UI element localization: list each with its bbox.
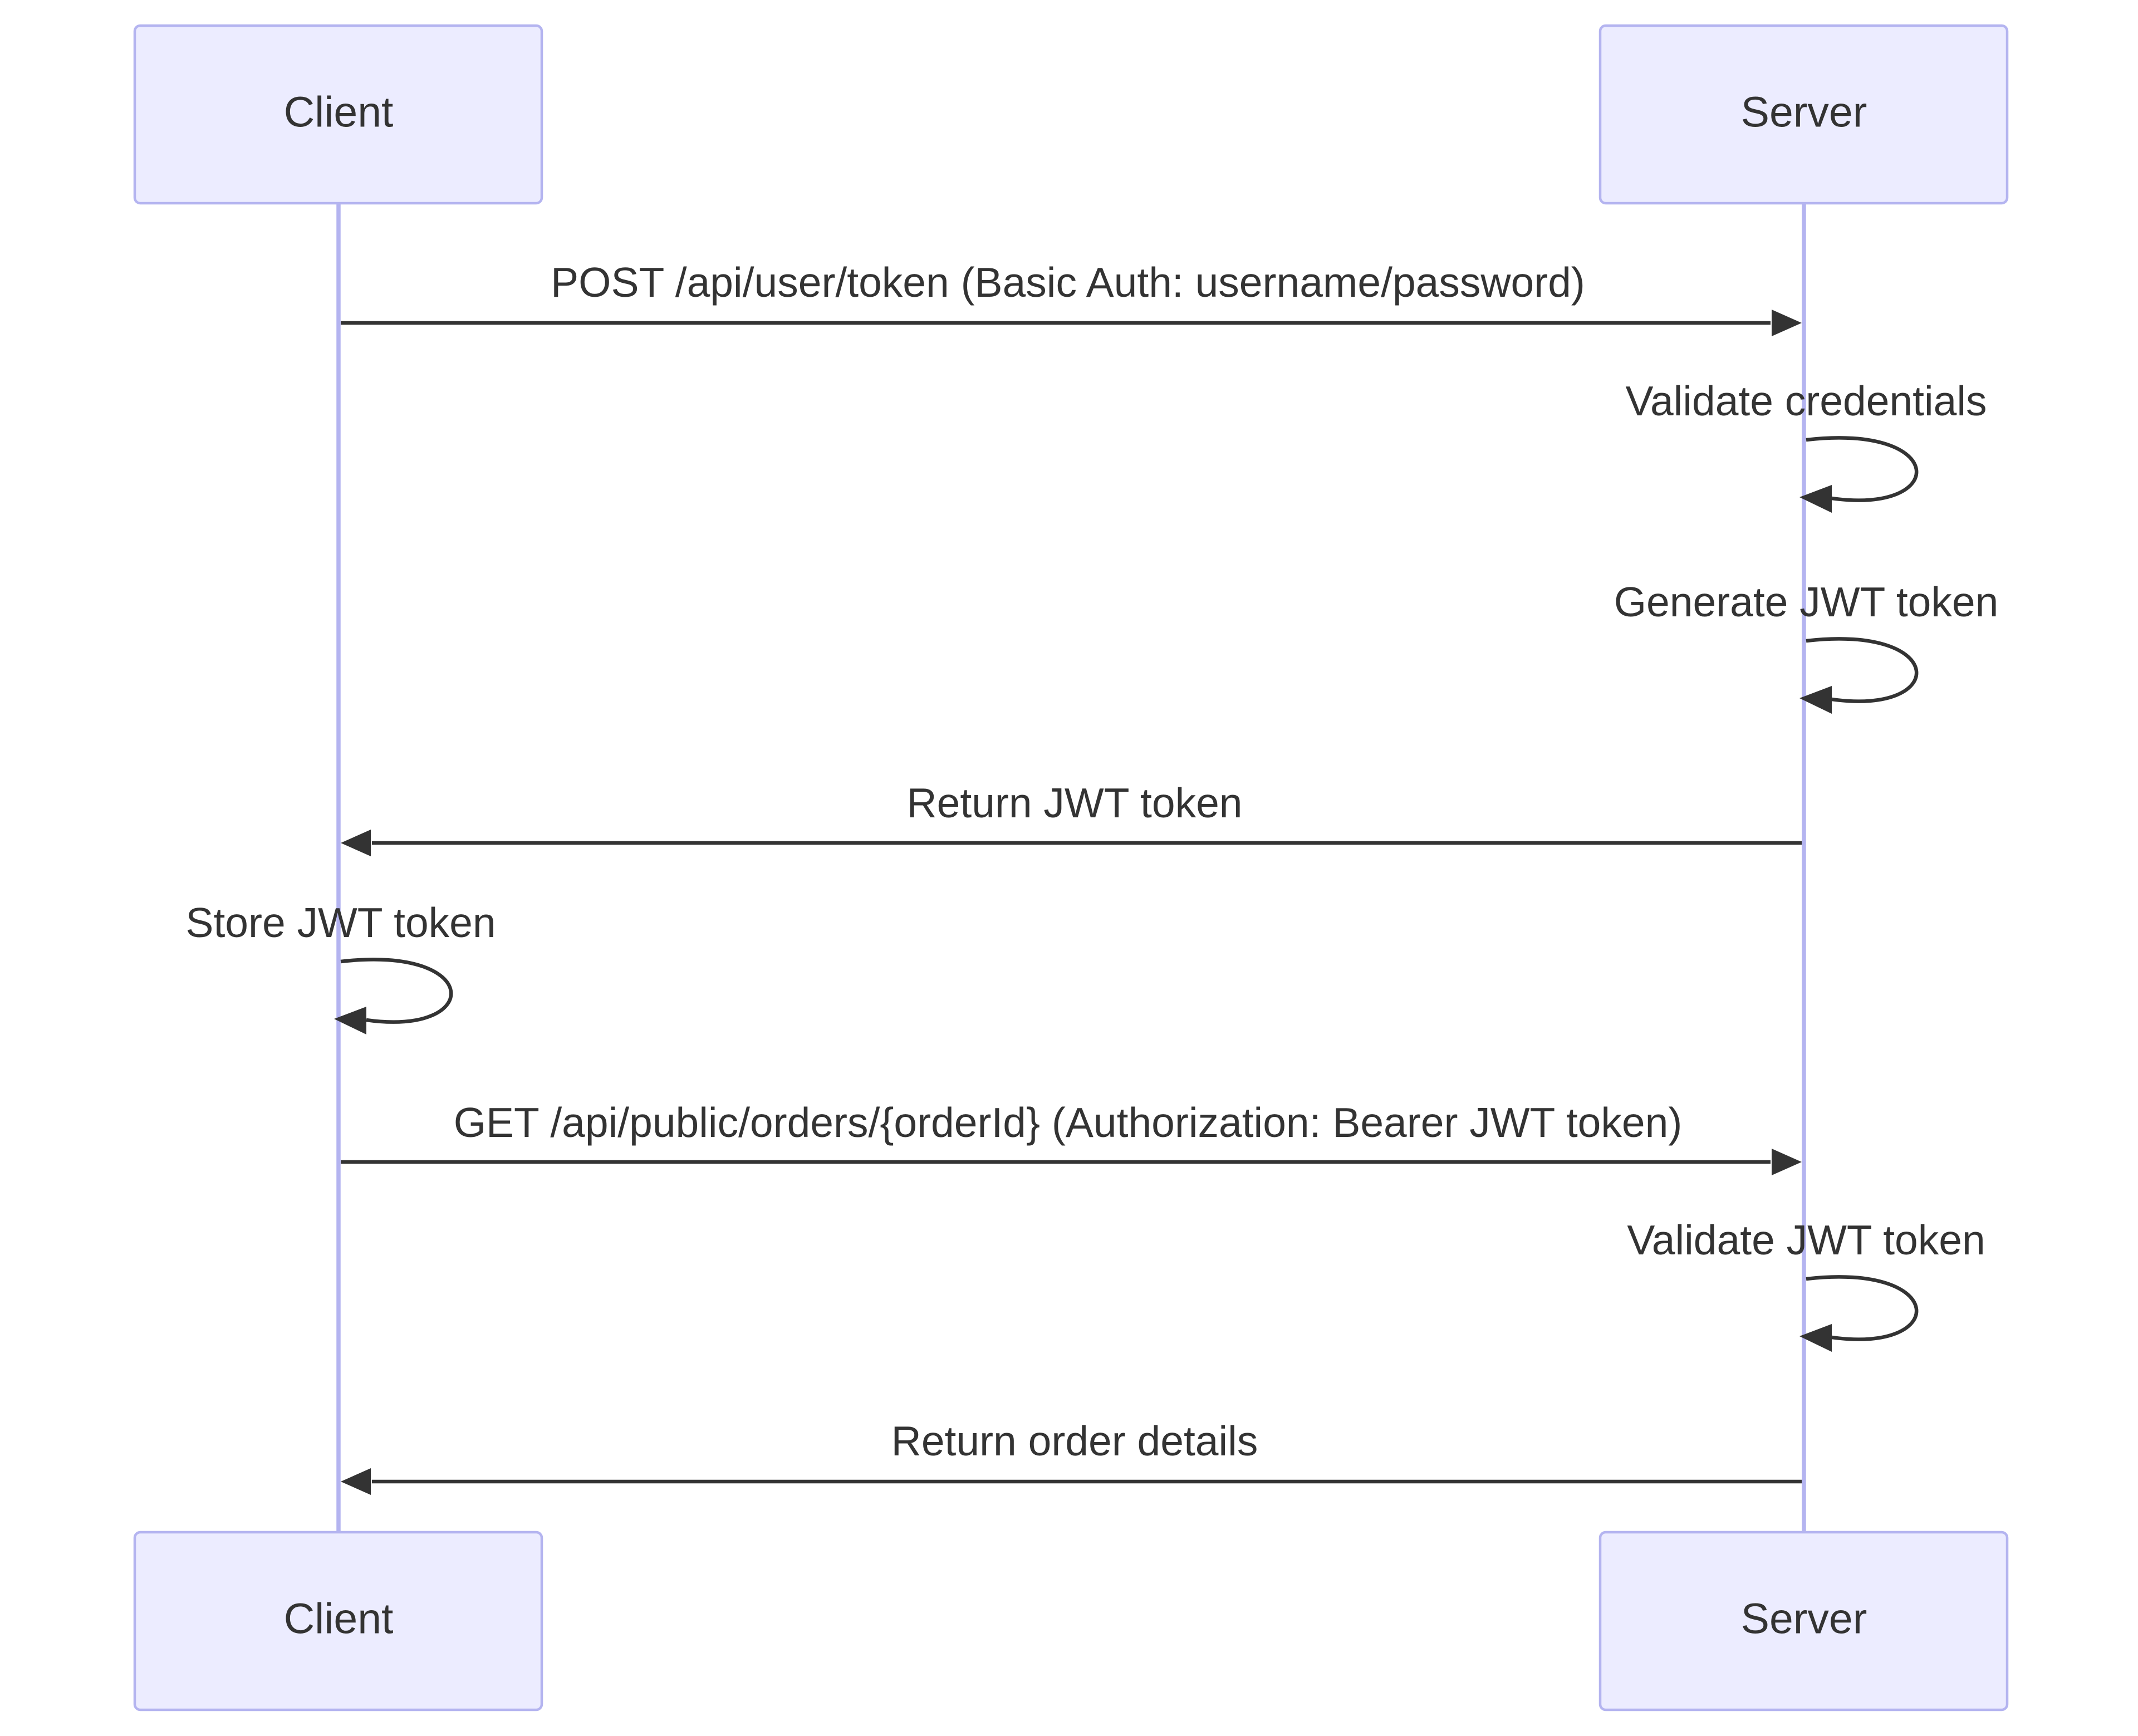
message-return-jwt-label: Return JWT token xyxy=(906,779,1242,826)
actor-client-top: Client xyxy=(133,24,543,205)
message-request-token: POST /api/user/token (Basic Auth: userna… xyxy=(341,259,1802,336)
arrow-head-icon xyxy=(341,1468,371,1495)
message-validate-jwt-label: Validate JWT token xyxy=(1627,1217,1985,1263)
message-return-order-label: Return order details xyxy=(891,1418,1258,1464)
arrow-head-icon xyxy=(1772,310,1802,336)
message-return-order: Return order details xyxy=(341,1418,1802,1495)
actor-server-bottom: Server xyxy=(1598,1531,2009,1712)
actor-client-bottom-label: Client xyxy=(284,1595,394,1642)
message-return-jwt: Return JWT token xyxy=(341,779,1802,856)
actor-server-bottom-label: Server xyxy=(1741,1595,1867,1642)
message-validate-credentials: Validate credentials xyxy=(1626,377,1987,513)
arrow-head-icon xyxy=(1772,1149,1802,1175)
message-store-jwt: Store JWT token xyxy=(185,899,496,1034)
message-get-order-label: GET /api/public/orders/{orderId} (Author… xyxy=(454,1099,1683,1146)
message-generate-jwt: Generate JWT token xyxy=(1614,578,1999,714)
actor-client-bottom: Client xyxy=(133,1531,543,1712)
message-validate-credentials-label: Validate credentials xyxy=(1626,377,1987,424)
actor-server-top: Server xyxy=(1598,24,2009,205)
arrow-head-icon xyxy=(334,1007,366,1034)
message-request-token-label: POST /api/user/token (Basic Auth: userna… xyxy=(551,259,1585,306)
arrow-head-icon xyxy=(341,830,371,856)
actor-server-top-label: Server xyxy=(1741,88,1867,136)
message-validate-jwt: Validate JWT token xyxy=(1627,1217,1985,1352)
arrow-head-icon xyxy=(1799,686,1832,714)
actor-client-top-label: Client xyxy=(284,88,394,136)
message-get-order: GET /api/public/orders/{orderId} (Author… xyxy=(341,1099,1802,1175)
message-store-jwt-label: Store JWT token xyxy=(185,899,496,946)
arrow-head-icon xyxy=(1799,485,1832,513)
arrow-head-icon xyxy=(1799,1324,1832,1352)
message-generate-jwt-label: Generate JWT token xyxy=(1614,578,1999,625)
